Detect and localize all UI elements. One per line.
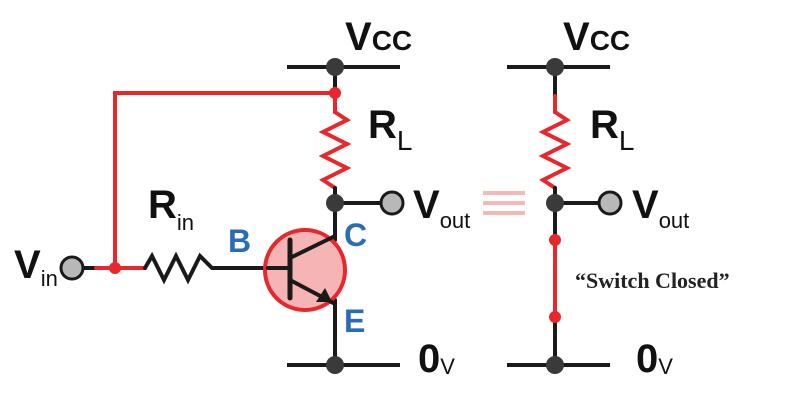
label-base: B [228,223,251,259]
label-rl-right: RL [590,103,634,156]
equivalence-sign-icon [483,191,525,215]
label-emitter: E [344,303,365,339]
node-switch-top [549,234,561,246]
label-ground-left: 0V [418,337,455,381]
load-resistor-right [538,94,572,202]
node-red-input [109,262,121,274]
label-vout-right: Vout [632,183,689,233]
node-vcc-right [546,58,564,76]
label-rl-left: RL [368,103,412,156]
node-switch-bottom [549,311,561,323]
node-ground-right [546,356,564,374]
transistor-emitter-lead [288,278,326,300]
node-vcc-left [326,58,344,76]
terminal-vin [59,255,85,281]
terminal-vout-right [597,190,623,216]
label-vout-left: Vout [413,183,470,233]
wire-vin-to-vcc-red [113,91,337,270]
label-vcc-left: VCC [345,15,412,59]
node-vout-left [326,194,344,212]
terminal-vout-left [379,190,405,216]
transistor-collector-lead [288,234,337,260]
label-switch-closed: “Switch Closed” [575,268,730,293]
left-circuit: VCC RL Rin Vin Vout B C E 0V [14,15,470,381]
label-ground-right: 0V [636,337,673,381]
node-ground-left [326,356,344,374]
emitter-arrow-icon [316,288,332,302]
node-red-top [329,87,341,99]
label-vin: Vin [14,243,58,291]
base-resistor [143,251,270,285]
node-vout-right [546,194,564,212]
label-rin: Rin [148,183,194,235]
label-collector: C [344,217,367,253]
label-vcc-right: VCC [563,15,630,59]
load-resistor-left [318,94,352,202]
right-circuit: VCC RL Vout “Switch Closed” 0V [507,15,730,381]
